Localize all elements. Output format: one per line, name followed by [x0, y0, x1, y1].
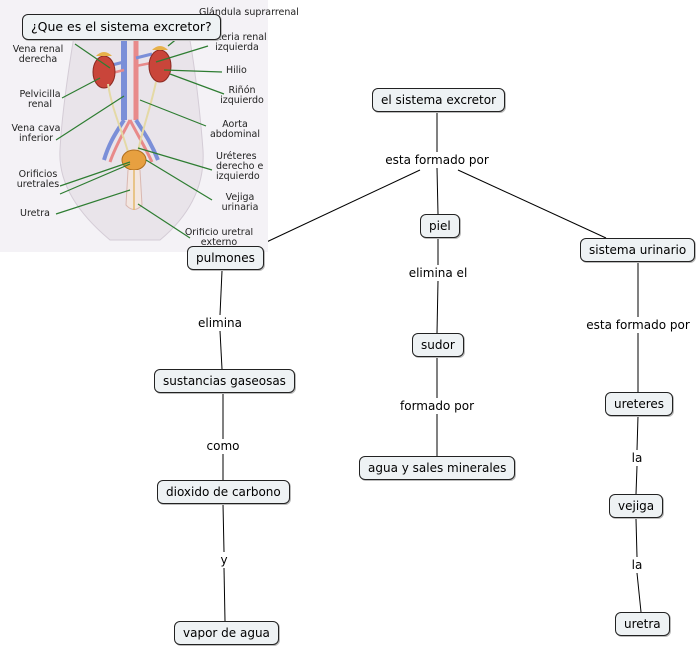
- leader-uretra: [55, 189, 131, 215]
- node-root[interactable]: el sistema excretor: [372, 88, 506, 112]
- leader-arteria: [155, 45, 209, 63]
- leader-hilio: [163, 69, 223, 73]
- label-orificios: Orificios uretrales: [16, 169, 60, 190]
- link-label-to-piel: [436, 167, 439, 215]
- anatomy-illustration: Glándula suprarrenal Arteria renal izqui…: [0, 0, 299, 252]
- link-label-to-pulmones: [257, 169, 421, 247]
- urinary-system-drawing: [55, 19, 225, 241]
- label-vena-renal: Vena renal derecha: [12, 44, 64, 65]
- node-agua-y-sales[interactable]: agua y sales minerales: [359, 456, 516, 480]
- label-rinon: Riñón izquierdo: [220, 85, 264, 106]
- link-la-vejiga: [635, 465, 638, 495]
- link-elimina-el-sudor: [436, 280, 439, 334]
- link-label-root: esta formado por: [383, 153, 491, 167]
- node-uretra[interactable]: uretra: [615, 612, 670, 636]
- label-vena-cava: Vena cava inferior: [11, 123, 61, 144]
- leader-vejiga: [145, 159, 213, 201]
- link-label-to-urinario: [457, 169, 607, 239]
- iliac-vessels: [102, 118, 160, 161]
- kidney-right: [92, 55, 116, 89]
- kidney-left: [148, 49, 172, 83]
- node-sustancias-gaseosas[interactable]: sustancias gaseosas: [154, 369, 295, 393]
- ureter-right: [107, 83, 129, 153]
- link-elimina-sustancias: [219, 330, 223, 370]
- adrenal-left: [152, 46, 168, 50]
- leader-pelvicilla: [61, 77, 101, 99]
- link-label-formado-por: formado por: [398, 399, 476, 413]
- leader-orificios-2: [59, 163, 131, 195]
- node-sistema-urinario[interactable]: sistema urinario: [580, 238, 696, 262]
- link-ureteres-la: [636, 415, 639, 451]
- link-label-la-1: la: [629, 451, 645, 465]
- label-vejiga: Vejiga urinaria: [221, 192, 259, 213]
- bladder: [121, 149, 147, 171]
- link-pulmones-elimina: [219, 270, 223, 316]
- label-pelvicilla: Pelvicilla renal: [19, 89, 61, 110]
- node-ureteres[interactable]: ureteres: [605, 392, 674, 416]
- link-vejiga-la: [635, 518, 638, 558]
- link-la-uretra: [636, 572, 642, 613]
- node-vapor-de-agua[interactable]: vapor de agua: [174, 621, 279, 645]
- leader-rinon: [169, 73, 225, 95]
- adrenal-right: [96, 52, 112, 56]
- label-ureteres: Uréteres derecho e izquierdo: [216, 151, 264, 182]
- link-label-como: como: [204, 439, 242, 453]
- leader-aorta: [139, 99, 207, 127]
- leader-orificio-ext: [137, 203, 191, 239]
- link-label-urinario: esta formado por: [584, 318, 692, 332]
- node-sudor[interactable]: sudor: [412, 333, 464, 357]
- label-glandula: Glándula suprarrenal: [199, 7, 299, 18]
- leader-orificios-1: [59, 161, 131, 187]
- link-label-elimina: elimina: [195, 316, 245, 330]
- leader-vena-cava: [55, 95, 125, 141]
- ureter-left: [137, 81, 157, 153]
- label-uretra: Uretra: [20, 208, 50, 219]
- leader-ureteres: [137, 147, 213, 171]
- node-pulmones[interactable]: pulmones: [187, 246, 264, 270]
- leader-vena-renal: [74, 43, 111, 69]
- link-label-la-2: la: [629, 558, 645, 572]
- link-y-vapor: [223, 567, 226, 622]
- link-label-elimina-el: elimina el: [406, 266, 470, 280]
- label-aorta: Aorta abdominal: [209, 119, 261, 140]
- node-piel[interactable]: piel: [420, 214, 460, 238]
- label-orificio-externo: Orificio uretral externo: [184, 228, 254, 248]
- link-dioxido-y: [222, 503, 225, 553]
- link-label-y: y: [218, 553, 230, 567]
- node-vejiga[interactable]: vejiga: [609, 494, 664, 518]
- label-hilio: Hilio: [226, 65, 247, 76]
- node-dioxido-de-carbono[interactable]: dioxido de carbono: [157, 480, 290, 504]
- label-arteria: Arteria renal izquierda: [207, 32, 267, 53]
- anatomy-title[interactable]: ¿Que es el sistema excretor?: [22, 14, 221, 40]
